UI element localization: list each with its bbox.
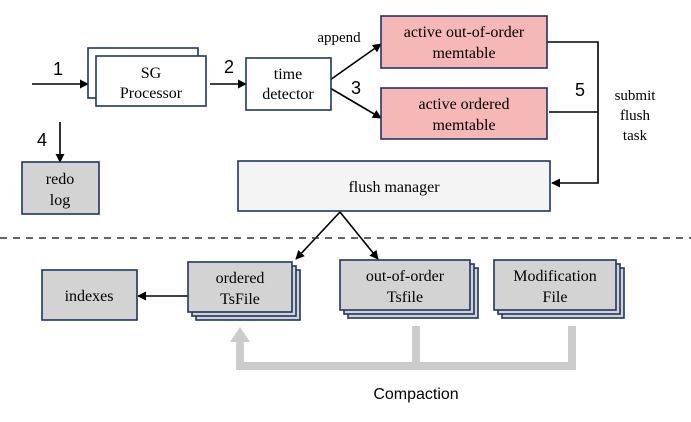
- modification-file-node: Modification File: [493, 259, 625, 319]
- time-detector-node: time detector: [245, 57, 332, 111]
- submit-flush-task-line3: task: [623, 128, 648, 144]
- step-label-1: 1: [53, 59, 63, 79]
- flow-arrows: [32, 41, 599, 301]
- ordered-tsfile-label-line2: TsFile: [220, 291, 260, 308]
- flush-manager-node: flush manager: [237, 160, 551, 212]
- out-of-order-tsfile-label-line2: Tsfile: [387, 289, 423, 306]
- arrow-time-to-out-of-order: [329, 43, 382, 81]
- indexes-node: indexes: [41, 269, 138, 321]
- compaction-arrow-head: [230, 327, 250, 342]
- active-out-of-order-memtable-node: active out-of-order memtable: [380, 15, 548, 69]
- active-ordered-label-line2: memtable: [432, 117, 495, 134]
- sg-processor-label-line2: Processor: [120, 85, 183, 102]
- arrow-time-to-ordered: [329, 87, 382, 119]
- ordered-tsfile-label-line1: ordered: [216, 270, 265, 287]
- sg-processor-node: SG Processor: [87, 47, 207, 107]
- step-label-4: 4: [37, 130, 47, 150]
- step-label-3: 3: [351, 78, 361, 98]
- compaction-label: Compaction: [373, 386, 458, 403]
- sg-processor-label-line1: SG: [141, 65, 162, 82]
- redo-log-label-line2: log: [50, 192, 70, 209]
- append-label: append: [317, 30, 361, 46]
- active-out-of-order-label-line2: memtable: [432, 45, 495, 62]
- arrow-flush-to-out-of-order-tsfile: [339, 211, 379, 260]
- submit-flush-task-line1: submit: [615, 88, 657, 104]
- flush-manager-label: flush manager: [348, 179, 440, 196]
- time-detector-label-line1: time: [274, 66, 302, 83]
- redo-log-label-line1: redo: [46, 171, 74, 188]
- active-ordered-memtable-node: active ordered memtable: [380, 87, 548, 140]
- arrow-flush-to-ordered-tsfile: [295, 211, 341, 260]
- indexes-label: indexes: [65, 288, 114, 305]
- time-detector-label-line2: detector: [262, 86, 314, 103]
- compaction-arrow: [230, 326, 576, 370]
- out-of-order-tsfile-label-line1: out-of-order: [366, 268, 445, 285]
- ordered-tsfile-node: ordered TsFile: [187, 261, 301, 321]
- redo-log-node: redo log: [21, 161, 100, 215]
- out-of-order-tsfile-node: out-of-order Tsfile: [339, 259, 479, 319]
- modification-file-label-line2: File: [543, 289, 568, 306]
- active-out-of-order-label-line1: active out-of-order: [404, 24, 525, 41]
- modification-file-label-line1: Modification: [513, 268, 597, 285]
- submit-flush-task-line2: flush: [620, 108, 651, 124]
- step-label-5: 5: [575, 80, 585, 100]
- step-label-2: 2: [224, 57, 234, 77]
- active-ordered-label-line1: active ordered: [418, 96, 509, 113]
